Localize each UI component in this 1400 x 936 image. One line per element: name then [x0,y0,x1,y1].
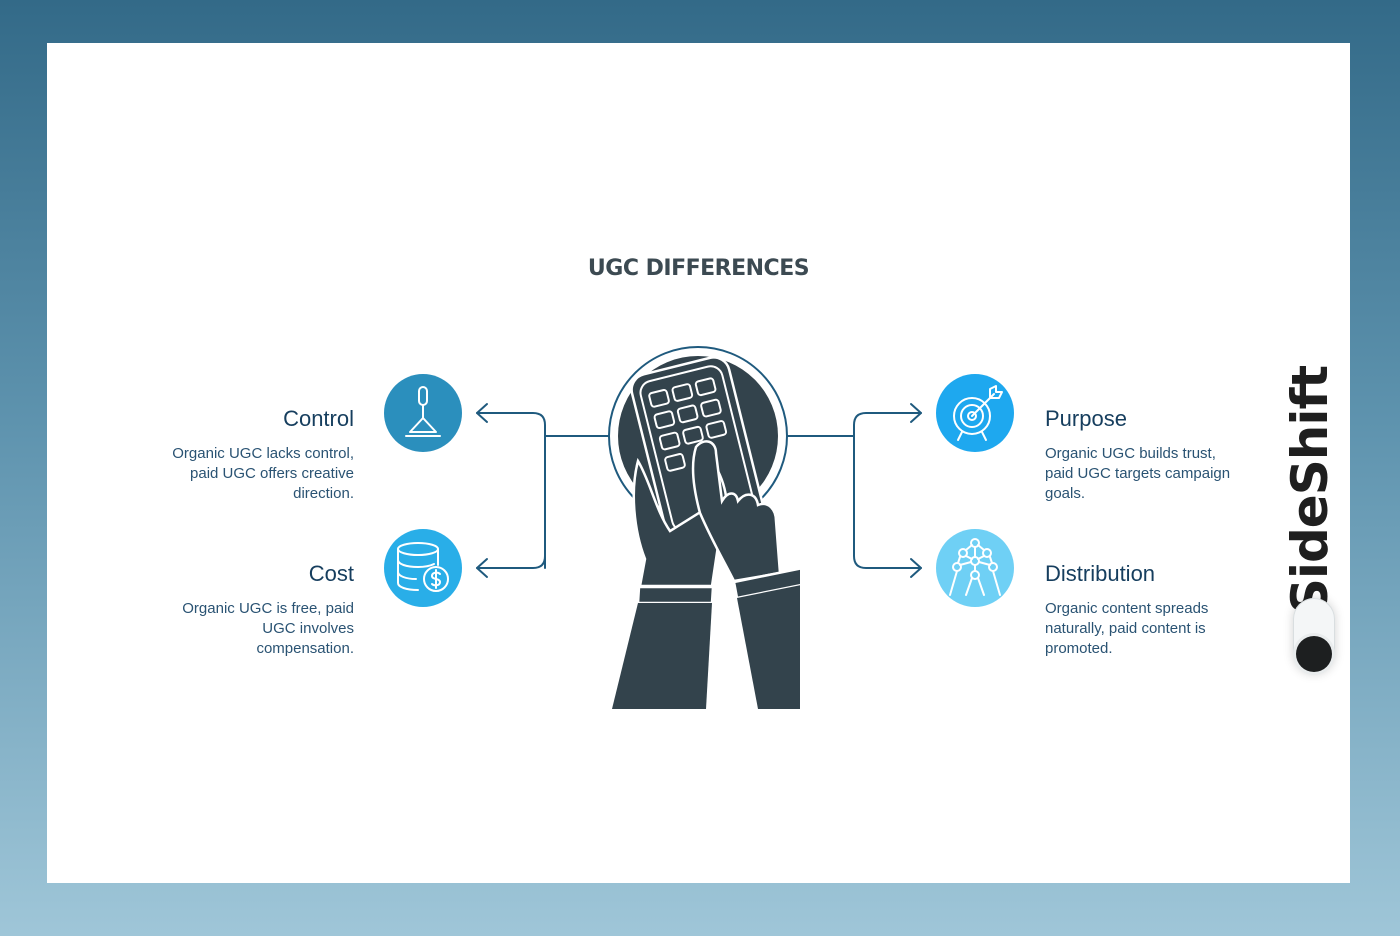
network-tower-icon [949,538,1001,596]
hands-calculator-icon [608,346,800,709]
toggle-knob [1296,636,1332,672]
purpose-text: Organic UGC builds trust, paid UGC targe… [1045,445,1231,502]
distribution-icon-circle [936,529,1014,607]
slide-title: UGC DIFFERENCES [587,256,810,281]
plunger-icon [405,386,441,437]
cost-title: Cost [308,561,354,586]
brand-logo: SideShift [1281,365,1339,615]
slide: UGC DIFFERENCES [47,43,1350,883]
connector-lines [476,403,922,578]
control-text: Organic UGC lacks control, paid UGC offe… [172,445,354,502]
coin-stack-dollar-icon [397,542,449,592]
toggle-switch-icon[interactable] [1293,598,1335,674]
brand-badge: SideShift [1280,300,1350,690]
cost-text: Organic UGC is free, paid UGC involves c… [182,600,354,657]
purpose-icon-circle [936,374,1014,452]
purpose-title: Purpose [1045,406,1127,431]
distribution-title: Distribution [1045,561,1156,586]
cost-icon-circle [384,529,462,607]
target-arrow-icon [953,385,1003,441]
distribution-text: Organic content spreads naturally, paid … [1045,600,1209,657]
control-icon-circle [384,374,462,452]
control-title: Control [283,406,354,431]
